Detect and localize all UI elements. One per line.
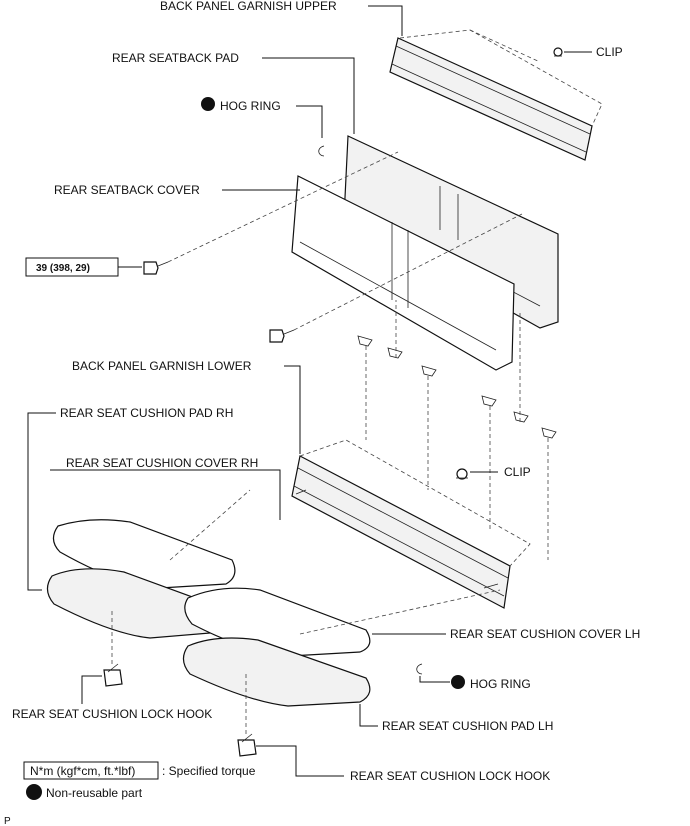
bolt-lower (269, 329, 295, 343)
rear-seat-cushion-pad-rh-label: REAR SEAT CUSHION PAD RH (60, 406, 233, 420)
back-panel-garnish-upper (389, 37, 593, 161)
clip-lower-label: CLIP (504, 465, 531, 479)
clip-upper-label: CLIP (596, 45, 623, 59)
legend-torque-box (23, 761, 159, 780)
clip-lower-part (456, 468, 468, 480)
hog-ring-upper-label: HOG RING (220, 99, 281, 113)
rear-seatback-cover (291, 175, 515, 371)
hog-ring-lower-part (416, 663, 423, 675)
back-panel-garnish-lower (291, 455, 511, 609)
rear-seatback-cover-label: REAR SEATBACK COVER (54, 183, 200, 197)
corner-mark: P (4, 816, 11, 826)
lock-hook-left-part (103, 663, 123, 687)
legend-torque-units: N*m (kgf*cm, ft.*lbf) (30, 764, 135, 778)
clip-upper-part (553, 47, 563, 57)
lock-hook-left-label: REAR SEAT CUSHION LOCK HOOK (12, 707, 212, 721)
rear-seat-cushion-pad-lh (182, 637, 371, 707)
legend-torque-desc: : Specified torque (162, 764, 256, 778)
hog-ring-upper-part (318, 145, 325, 157)
bolt-upper (143, 261, 169, 275)
non-reusable-mark-lower (451, 675, 465, 689)
rear-seat-cushion-pad-lh-label: REAR SEAT CUSHION PAD LH (382, 719, 553, 733)
non-reusable-mark-upper (201, 97, 215, 111)
lock-hook-right-part (237, 733, 257, 757)
hog-ring-lower-label: HOG RING (470, 677, 531, 691)
rear-seat-cushion-cover-lh-label: REAR SEAT CUSHION COVER LH (450, 627, 640, 641)
legend-nonreusable-desc: Non-reusable part (46, 786, 143, 800)
torque-value-label: 39 (398, 29) (36, 263, 90, 274)
legend-nonreusable-dot (26, 784, 42, 800)
back-panel-garnish-upper-label: BACK PANEL GARNISH UPPER (160, 0, 337, 13)
rear-seat-cushion-cover-rh-label: REAR SEAT CUSHION COVER RH (66, 456, 258, 470)
rear-seat-cushion-pad-rh (46, 568, 233, 639)
rear-seatback-pad-label: REAR SEATBACK PAD (112, 51, 239, 65)
retainer-clips (357, 335, 557, 439)
lock-hook-right-label: REAR SEAT CUSHION LOCK HOOK (350, 769, 550, 783)
back-panel-garnish-lower-label: BACK PANEL GARNISH LOWER (72, 359, 252, 373)
